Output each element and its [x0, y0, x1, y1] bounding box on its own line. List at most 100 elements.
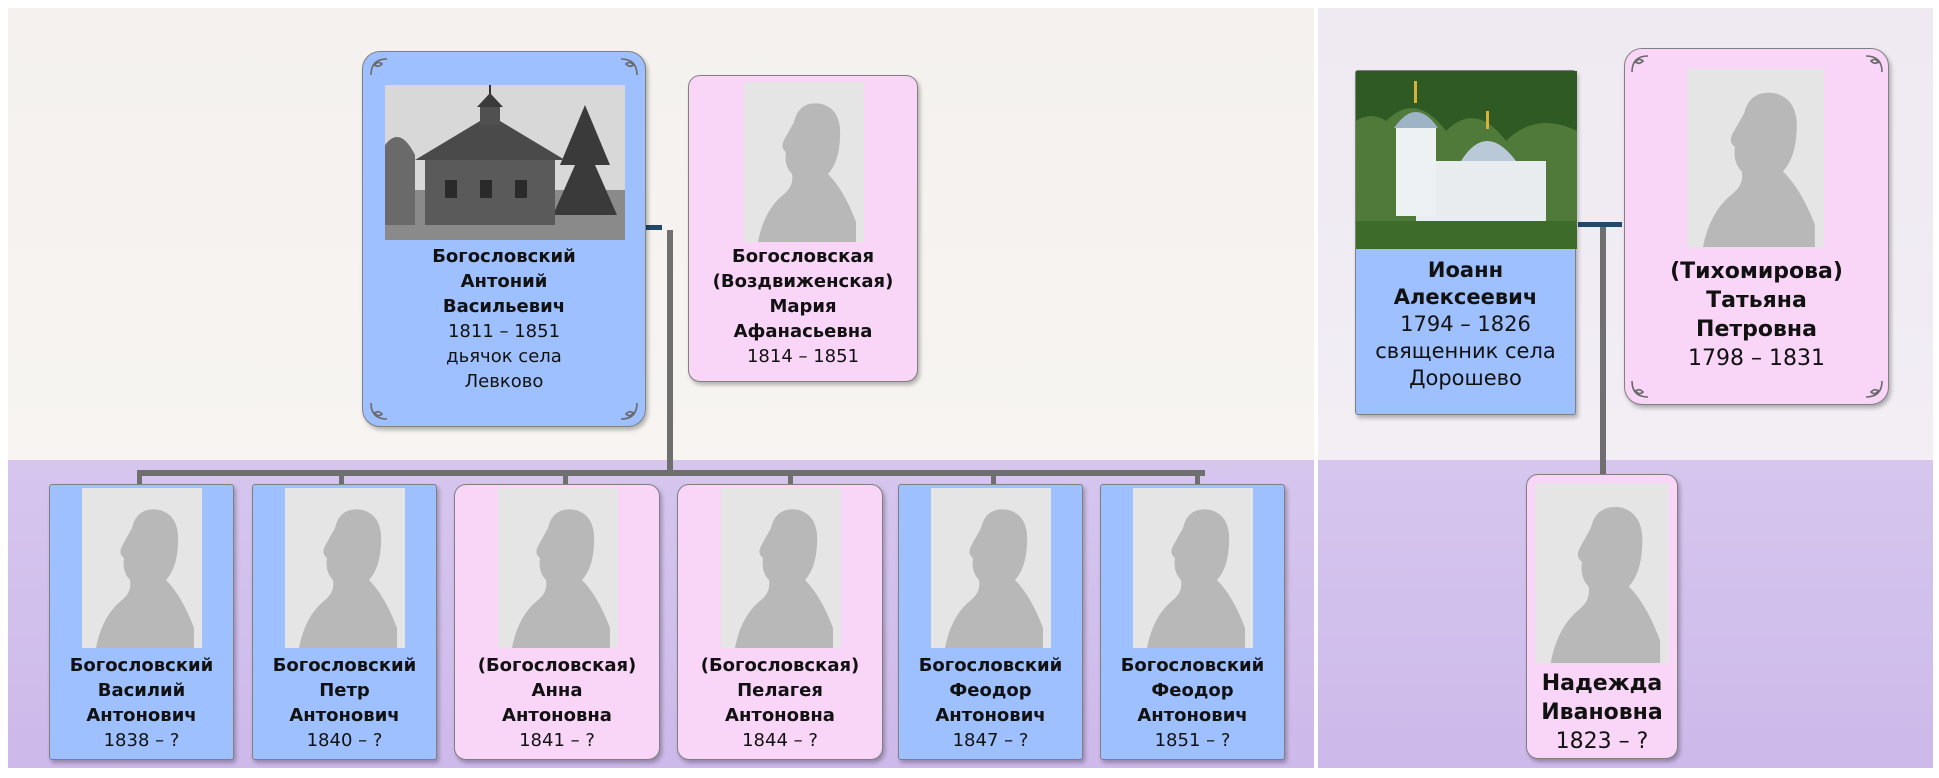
person-card-child-right[interactable]: Надежда Ивановна 1823 – ? [1526, 474, 1678, 759]
person-info: (Тихомирова) Татьяна Петровна 1798 – 183… [1625, 257, 1888, 373]
name-line-2: Татьяна [1706, 288, 1807, 313]
person-card-father-right[interactable]: Иоанн Алексеевич 1794 – 1826 священник с… [1355, 70, 1577, 415]
silhouette-icon [931, 488, 1051, 648]
name-line-1: Богословский [69, 655, 214, 676]
child-stem-6 [1195, 470, 1200, 490]
silhouette-female-icon [744, 82, 864, 242]
name-line-1: (Тихомирова) [1670, 259, 1843, 284]
person-info: Богословская (Воздвиженская) Мария Афана… [689, 244, 917, 369]
name-line-3: Антонович [86, 705, 197, 726]
wooden-church-photo [385, 85, 625, 240]
family-tree-panel-left: Богословский Антоний Васильевич 1811 – 1… [8, 8, 1314, 768]
name-line-2: Ивановна [1541, 700, 1663, 725]
child-stem-1 [137, 470, 142, 490]
life-years: 1840 – ? [306, 730, 383, 751]
family-tree-panel-right: Иоанн Алексеевич 1794 – 1826 священник с… [1318, 8, 1933, 768]
flourish-icon [1629, 378, 1651, 400]
life-years: 1798 – 1831 [1688, 346, 1825, 371]
person-info: Богословский Петр Антонович 1840 – ? [253, 653, 436, 753]
name-line-2: Петр [319, 680, 370, 701]
name-line-4: Афанасьевна [733, 321, 873, 342]
person-info: (Богословская) Пелагея Антоновна 1844 – … [678, 653, 882, 753]
person-info: Богословский Василий Антонович 1838 – ? [50, 653, 233, 753]
life-years: 1847 – ? [952, 730, 1029, 751]
name-line-1: (Богословская) [477, 655, 637, 676]
life-years: 1814 – 1851 [746, 346, 860, 367]
name-line-1: Иоанн [1427, 258, 1504, 282]
occupation-line-1: дьячок села [446, 346, 562, 367]
person-card-child-1[interactable]: Богословский Василий Антонович 1838 – ? [49, 484, 234, 760]
name-line-3: Антоновна [502, 705, 612, 726]
person-card-child-5[interactable]: Богословский Феодор Антонович 1847 – ? [898, 484, 1083, 760]
silhouette-icon [285, 488, 405, 648]
child-stem-4 [788, 470, 793, 490]
children-bar-left [137, 470, 1205, 476]
silhouette-female-icon [1687, 69, 1824, 247]
life-years: 1851 – ? [1154, 730, 1231, 751]
name-line-1: Надежда [1541, 671, 1663, 696]
flourish-icon [618, 400, 640, 422]
name-line-3: Мария [769, 296, 837, 317]
name-line-2: Пелагея [737, 680, 823, 701]
silhouette-icon [1535, 483, 1669, 663]
occupation-line-2: Левково [464, 371, 544, 392]
occupation-line-1: священник села [1375, 339, 1556, 363]
person-card-father-left[interactable]: Богословский Антоний Васильевич 1811 – 1… [362, 51, 646, 427]
person-card-child-2[interactable]: Богословский Петр Антонович 1840 – ? [252, 484, 437, 760]
flourish-icon [368, 56, 390, 78]
person-info: Иоанн Алексеевич 1794 – 1826 священник с… [1356, 257, 1575, 392]
person-info: Богословский Антоний Васильевич 1811 – 1… [363, 244, 645, 394]
name-line-3: Антонович [289, 705, 400, 726]
life-years: 1838 – ? [103, 730, 180, 751]
descent-line-right [1600, 227, 1606, 481]
child-stem-3 [563, 470, 568, 490]
name-line-3: Васильевич [442, 296, 566, 317]
person-info: Богословский Феодор Антонович 1851 – ? [1101, 653, 1284, 753]
person-card-child-3[interactable]: (Богословская) Анна Антоновна 1841 – ? [454, 484, 660, 760]
silhouette-icon [82, 488, 202, 648]
life-years: 1844 – ? [742, 730, 818, 751]
name-line-2: Анна [531, 680, 583, 701]
name-line-3: Петровна [1696, 317, 1817, 342]
silhouette-icon [498, 488, 618, 648]
spouse-link-right [1578, 222, 1622, 227]
name-line-3: Антонович [1137, 705, 1248, 726]
person-card-child-4[interactable]: (Богословская) Пелагея Антоновна 1844 – … [677, 484, 883, 760]
life-years: 1811 – 1851 [447, 321, 561, 342]
person-card-mother-right[interactable]: (Тихомирова) Татьяна Петровна 1798 – 183… [1624, 48, 1889, 405]
person-info: Надежда Ивановна 1823 – ? [1527, 669, 1677, 756]
name-line-1: Богословский [432, 246, 576, 267]
white-church-photo [1356, 71, 1577, 249]
flourish-icon [368, 400, 390, 422]
flourish-icon [1863, 378, 1885, 400]
life-years: 1841 – ? [519, 730, 595, 751]
name-line-1: Богословский [1120, 655, 1265, 676]
name-line-1: (Богословская) [700, 655, 860, 676]
occupation-line-2: Дорошево [1409, 366, 1522, 390]
upper-background [8, 8, 1314, 460]
child-stem-2 [339, 470, 344, 490]
silhouette-icon [721, 488, 841, 648]
name-line-2: Феодор [949, 680, 1032, 701]
name-line-1: Богословский [918, 655, 1063, 676]
person-info: (Богословская) Анна Антоновна 1841 – ? [455, 653, 659, 753]
name-line-2: Алексеевич [1393, 285, 1538, 309]
name-line-3: Антоновна [725, 705, 835, 726]
name-line-1: Богословская [731, 246, 875, 267]
person-card-mother-left[interactable]: Богословская (Воздвиженская) Мария Афана… [688, 75, 918, 382]
life-years: 1823 – ? [1555, 729, 1649, 754]
name-line-3: Антонович [935, 705, 1046, 726]
person-card-child-6[interactable]: Богословский Феодор Антонович 1851 – ? [1100, 484, 1285, 760]
name-line-2: Василий [97, 680, 186, 701]
name-line-2: Феодор [1151, 680, 1234, 701]
spouse-link-left [640, 225, 662, 230]
person-info: Богословский Феодор Антонович 1847 – ? [899, 653, 1082, 753]
flourish-icon [1629, 53, 1651, 75]
silhouette-icon [1133, 488, 1253, 648]
descent-line-left [667, 230, 673, 476]
flourish-icon [1863, 53, 1885, 75]
flourish-icon [618, 56, 640, 78]
name-line-2: (Воздвиженская) [712, 271, 894, 292]
name-line-1: Богословский [272, 655, 417, 676]
name-line-2: Антоний [460, 271, 548, 292]
